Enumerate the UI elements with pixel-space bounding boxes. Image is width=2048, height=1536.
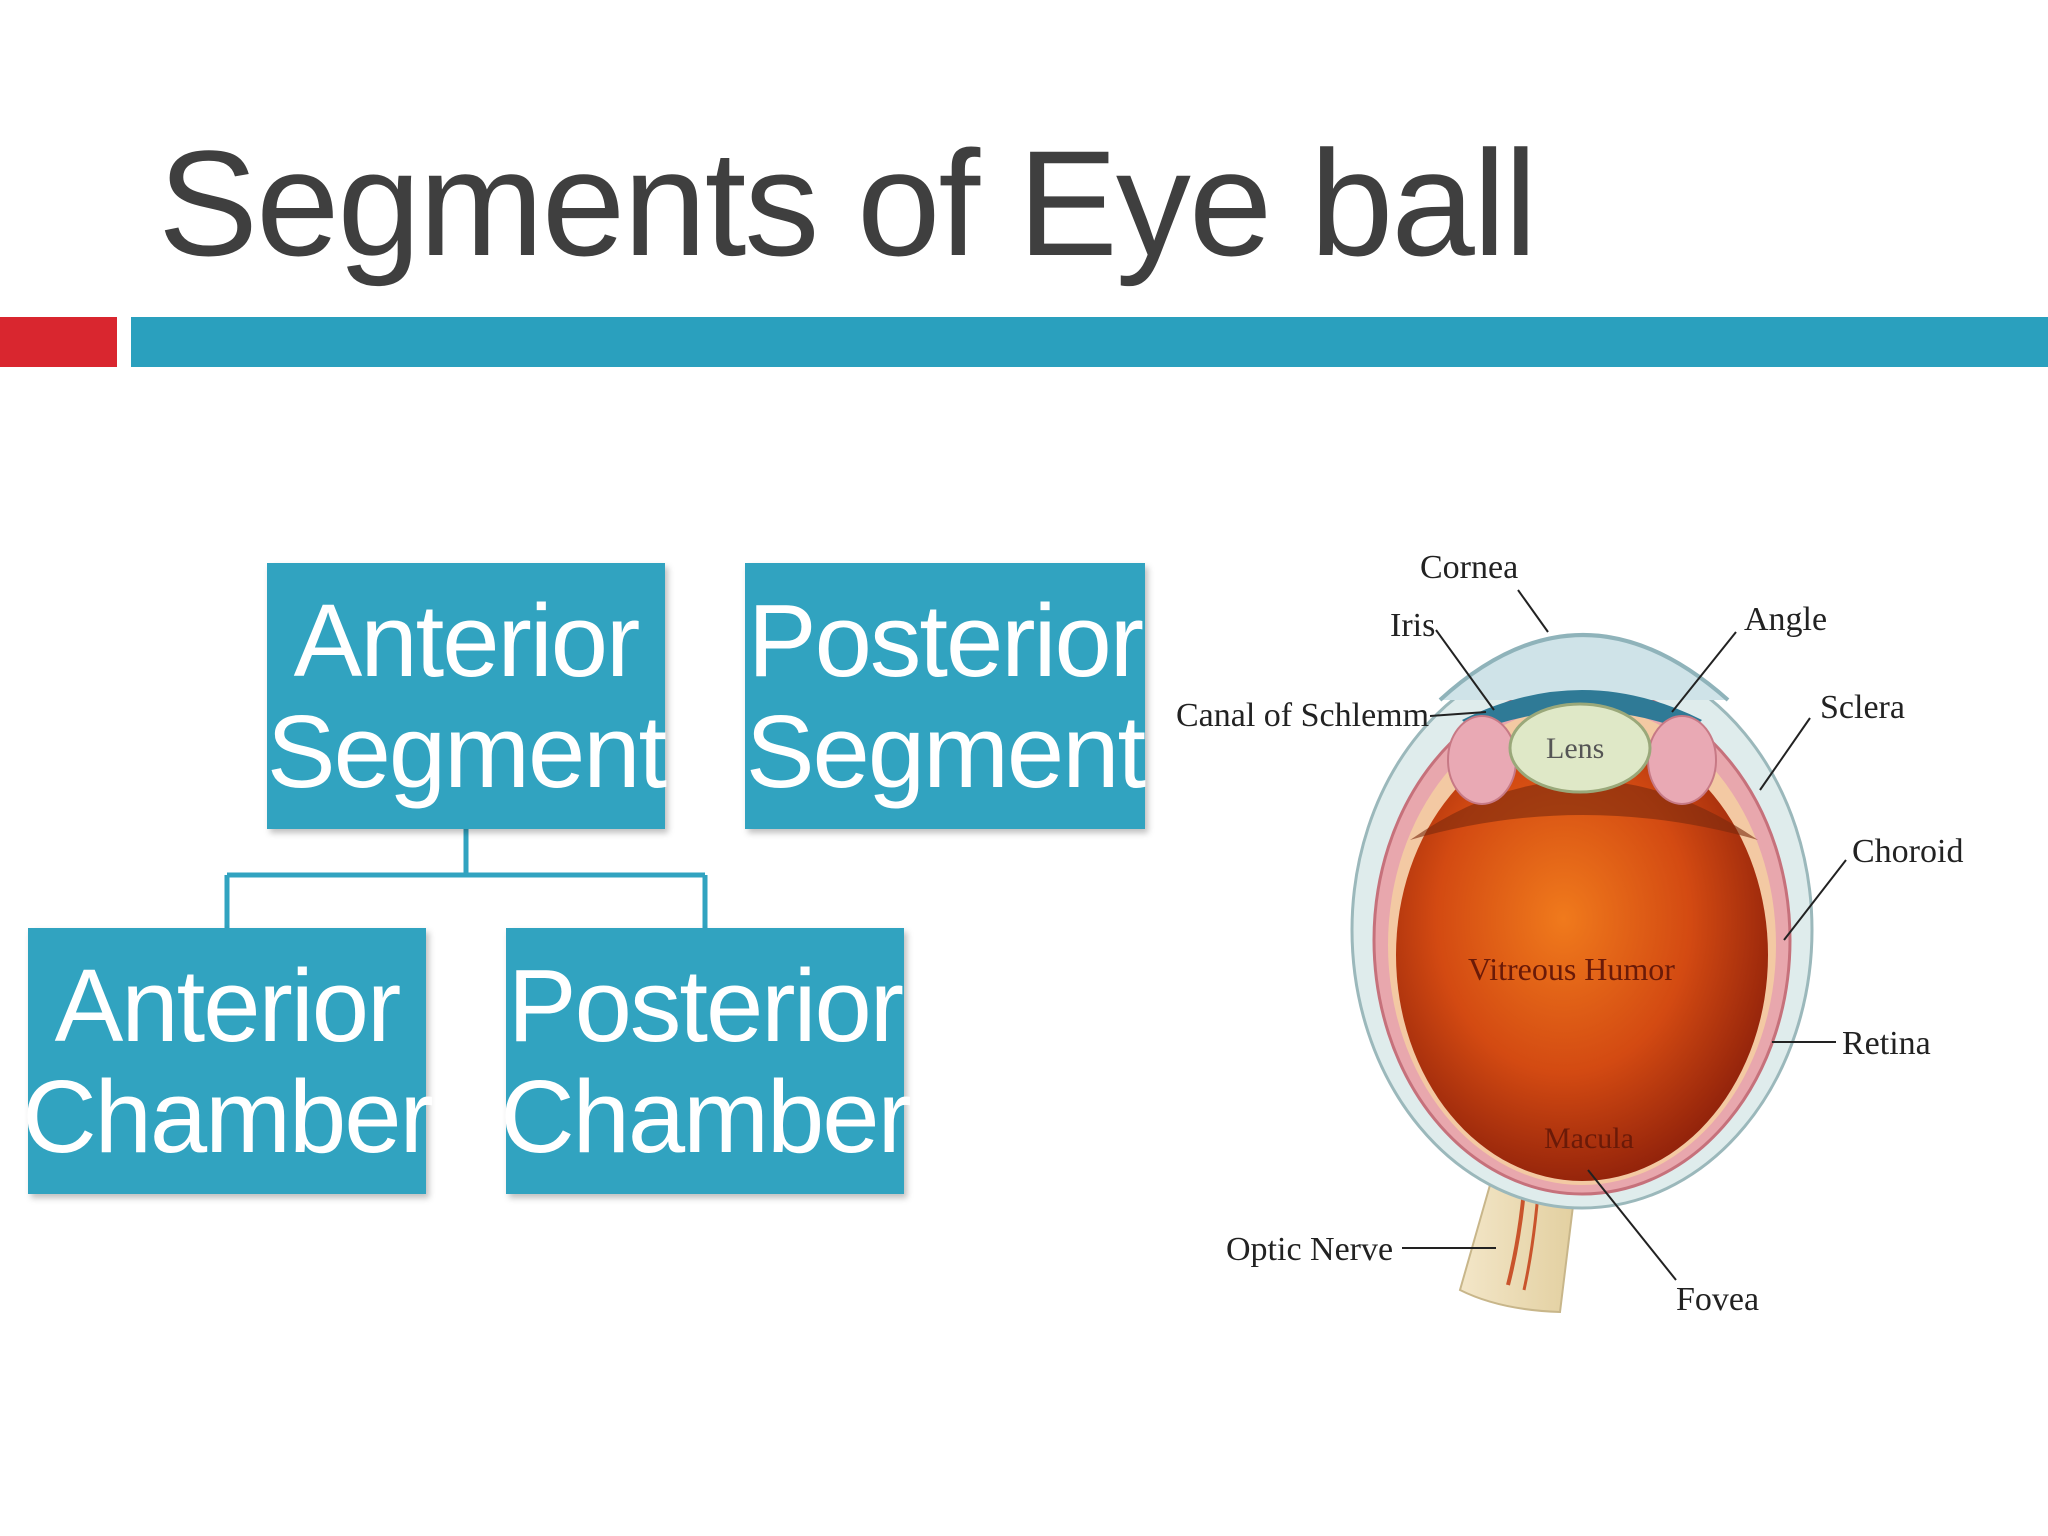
label-choroid: Choroid <box>1852 833 1963 870</box>
posterior-chamber-box: Posterior Chamber <box>500 928 912 1194</box>
anterior-segment-box: Anterior Segment <box>266 563 667 829</box>
label-vitreous-humor: Vitreous Humor <box>1468 951 1675 987</box>
lens-shape <box>1508 702 1652 794</box>
vitreous-shape <box>1396 729 1768 1181</box>
accent-bar-blue <box>131 317 2048 367</box>
anterior-segment-line2: Segment <box>266 694 667 809</box>
anterior-segment-line1: Anterior <box>293 582 641 698</box>
label-retina: Retina <box>1842 1025 1931 1062</box>
posterior-chamber-line2: Chamber <box>500 1059 912 1174</box>
label-macula: Macula <box>1544 1122 1634 1155</box>
label-angle: Angle <box>1744 601 1827 638</box>
label-optic-nerve: Optic Nerve <box>1226 1231 1393 1268</box>
label-canal-of-schlemm: Canal of Schlemm <box>1176 697 1429 734</box>
posterior-chamber-line1: Posterior <box>507 947 904 1063</box>
label-iris: Iris <box>1390 607 1435 644</box>
label-lens: Lens <box>1546 732 1604 765</box>
label-sclera: Sclera <box>1820 689 1905 726</box>
slide-title: Segments of Eye ball <box>158 119 1537 287</box>
posterior-segment-line1: Posterior <box>747 582 1144 698</box>
label-cornea: Cornea <box>1420 549 1518 586</box>
posterior-segment-box: Posterior Segment <box>745 563 1146 829</box>
cornea-shape <box>1438 633 1730 702</box>
label-fovea: Fovea <box>1676 1281 1759 1318</box>
anterior-chamber-line2: Chamber <box>22 1059 434 1174</box>
accent-bar-red <box>0 317 117 367</box>
posterior-segment-line2: Segment <box>745 694 1146 809</box>
anterior-chamber-line1: Anterior <box>54 947 402 1063</box>
anterior-chamber-box: Anterior Chamber <box>22 928 434 1194</box>
